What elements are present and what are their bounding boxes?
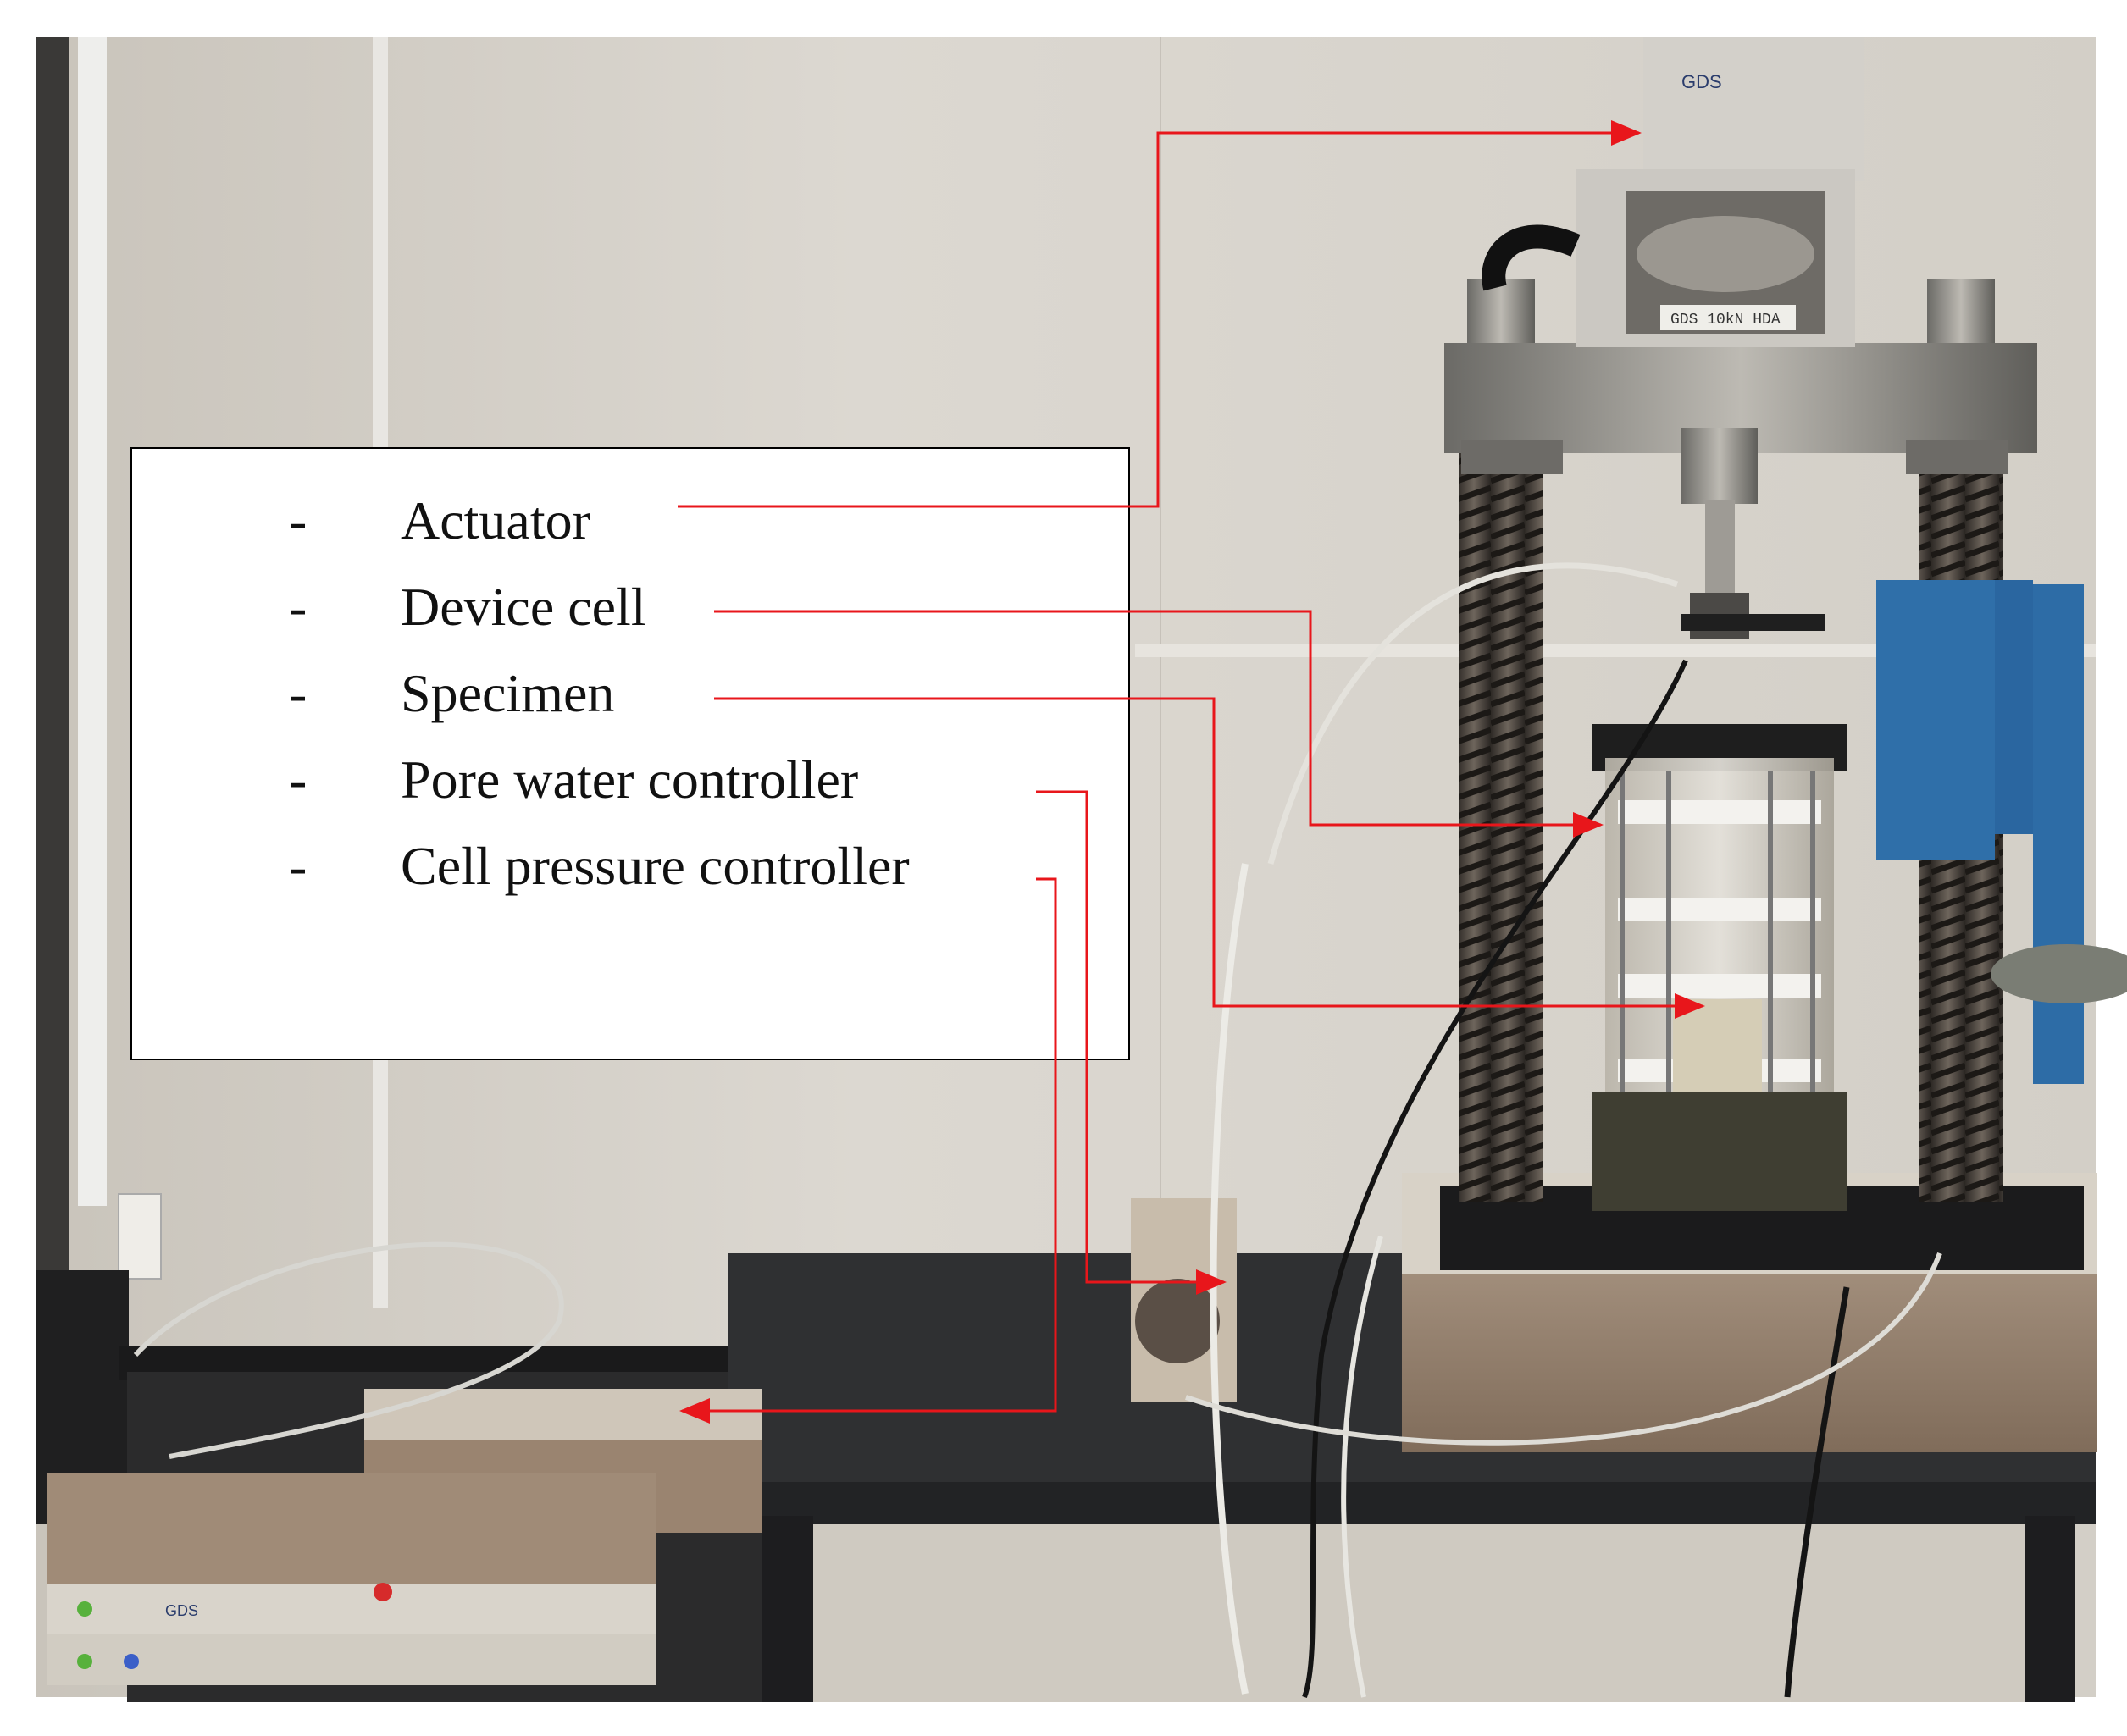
device-cell	[1592, 724, 1847, 1211]
wall-outlet	[118, 1193, 162, 1280]
legend-dash: -	[289, 749, 307, 810]
actuator-plate: GDS 10kN HDA	[1670, 312, 1781, 329]
legend-dash: -	[289, 663, 307, 723]
legend-item-pore-water-controller: - Pore water controller	[132, 742, 1132, 818]
blue-panel	[1876, 580, 1995, 860]
legend-label-pore-water-controller: Pore water controller	[401, 749, 859, 810]
legend-dash: -	[289, 490, 307, 550]
legend-label-actuator: Actuator	[401, 490, 590, 550]
frame-column-left	[1459, 440, 1543, 1202]
legend-item-actuator: - Actuator	[132, 483, 1132, 559]
cell-pressure-controller-device: GDS	[47, 1389, 762, 1685]
legend-item-specimen: - Specimen	[132, 655, 1132, 732]
legend-item-cell-pressure-controller: - Cell pressure controller	[132, 828, 1132, 904]
specimen	[1673, 999, 1762, 1092]
controller-brand: GDS	[165, 1602, 198, 1619]
legend-dash: -	[289, 577, 307, 637]
actuator-brand: GDS	[1681, 71, 1722, 92]
legend-item-device-cell: - Device cell	[132, 569, 1132, 645]
legend-label-device-cell: Device cell	[401, 577, 646, 637]
legend-label-specimen: Specimen	[401, 663, 615, 723]
legend-label-cell-pressure-controller: Cell pressure controller	[401, 836, 910, 896]
legend-dash: -	[289, 836, 307, 896]
wall-conduit	[78, 37, 107, 1206]
legend-box: - Actuator - Device cell - Specimen - Po…	[130, 447, 1130, 1060]
